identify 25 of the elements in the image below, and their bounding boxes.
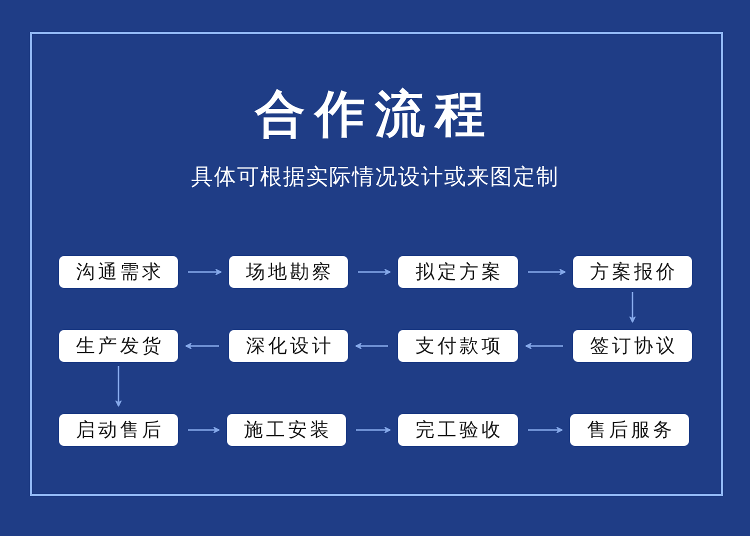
arrow [629, 292, 636, 323]
step-box: 签订协议 [573, 330, 692, 362]
step-box: 沟通需求 [59, 256, 178, 288]
step-box: 场地勘察 [229, 256, 348, 288]
step-box: 方案报价 [573, 256, 692, 288]
arrow [185, 342, 219, 350]
step-box: 售后服务 [570, 414, 689, 446]
arrow [525, 342, 563, 350]
step-box: 拟定方案 [398, 256, 518, 288]
step-box: 完工验收 [398, 414, 518, 446]
arrow [528, 268, 566, 276]
step-box: 启动售后 [59, 414, 178, 446]
step-box: 支付款项 [398, 330, 518, 362]
arrow [356, 426, 391, 434]
subtitle: 具体可根据实际情况设计或来图定制 [190, 164, 560, 192]
arrow [358, 268, 391, 276]
step-box: 生产发货 [59, 330, 178, 362]
arrow [355, 342, 388, 350]
arrow [528, 426, 563, 434]
step-box: 深化设计 [229, 330, 348, 362]
arrow [188, 426, 220, 434]
arrow [188, 268, 222, 276]
step-box: 施工安装 [227, 414, 346, 446]
arrow [115, 366, 122, 407]
title: 合作流程 [254, 84, 496, 144]
